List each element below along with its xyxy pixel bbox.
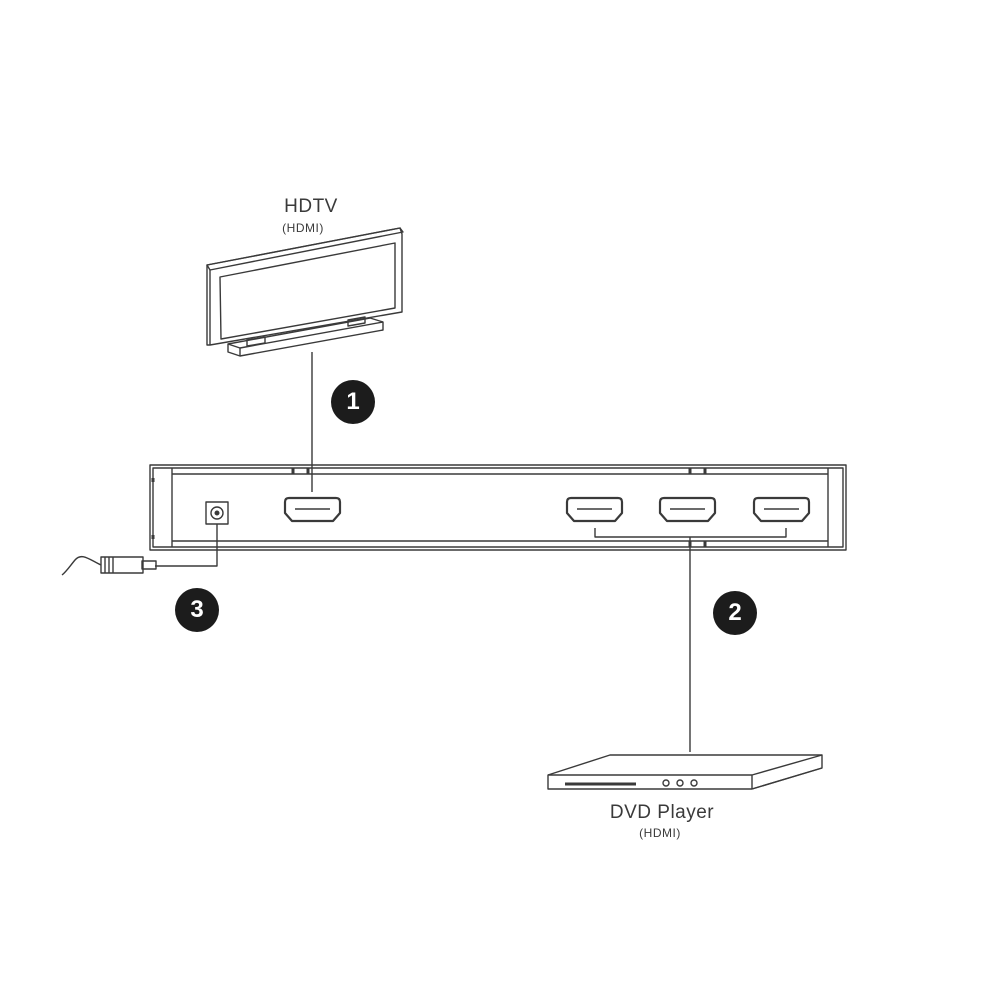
hdmi-output-port-icon <box>283 496 342 523</box>
power-jack-icon <box>205 501 229 525</box>
dvd-player-icon <box>547 754 823 790</box>
hdmi-input-port-1-icon <box>565 496 624 523</box>
input-bracket <box>594 528 787 538</box>
hdtv-label: HDTV <box>284 196 338 217</box>
hdmi-input-port-2-icon <box>658 496 717 523</box>
step-3-badge: 3 <box>175 588 219 632</box>
hdmi-input-port-3-icon <box>752 496 811 523</box>
hdmi-switch <box>149 464 847 551</box>
hdtv-icon <box>206 227 404 357</box>
dvd-player-label: DVD Player <box>609 802 715 823</box>
power-plug-icon <box>61 556 157 576</box>
hdtv-sublabel: (HDMI) <box>282 221 324 235</box>
step-1-badge: 1 <box>331 380 375 424</box>
power-cable <box>155 524 218 567</box>
step-2-badge: 2 <box>713 591 757 635</box>
dvd-player-sublabel: (HDMI) <box>639 826 681 840</box>
